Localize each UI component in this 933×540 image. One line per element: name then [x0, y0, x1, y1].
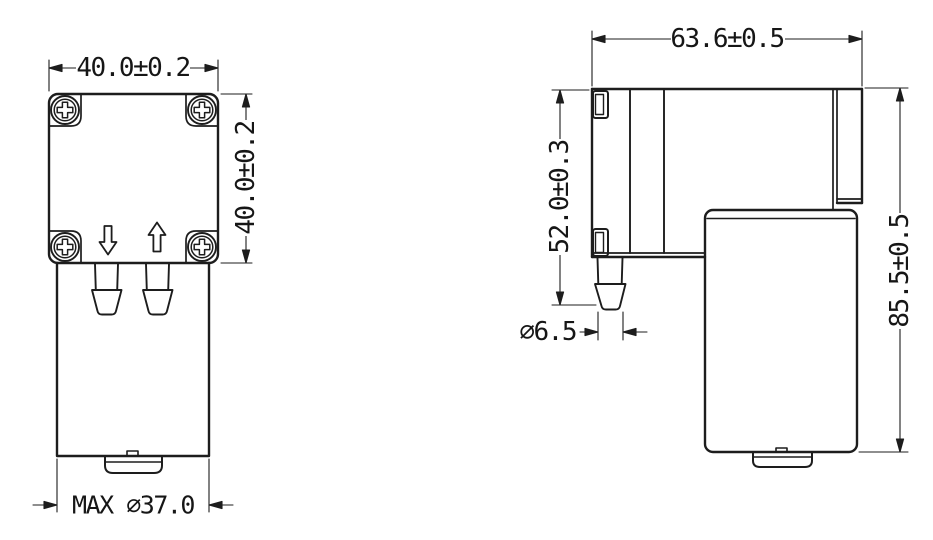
- dim-label-side-head-height: 52.0±0.3: [545, 140, 575, 253]
- arrowhead: [555, 291, 565, 306]
- clip-bottom: [592, 228, 609, 257]
- arrowhead: [848, 34, 863, 44]
- clip-top: [592, 90, 609, 119]
- dim-label-front-width: 40.0±0.2: [76, 53, 189, 83]
- dim-front-width: 40.0±0.2: [48, 53, 219, 92]
- up-arrow-icon: [147, 221, 167, 253]
- terminal-tab: [104, 455, 163, 474]
- dim-side-port-dia: ∅6.5: [519, 311, 648, 347]
- head-outline: [47, 92, 220, 265]
- front-view: 40.0±0.2 40.0±0.2 MAX ∅37.0: [32, 53, 261, 520]
- terminal-tab: [752, 451, 813, 468]
- dim-side-head-height: 52.0±0.3: [545, 89, 597, 306]
- side-motor-body: [703, 208, 859, 468]
- side-hose-barb: [594, 257, 627, 311]
- dim-front-base-dia: MAX ∅37.0: [32, 458, 234, 520]
- dim-label-front-height: 40.0±0.2: [231, 121, 261, 234]
- arrowhead: [555, 89, 565, 104]
- arrowhead: [584, 327, 599, 337]
- dim-front-height: 40.0±0.2: [220, 93, 261, 264]
- arrowhead: [622, 327, 637, 337]
- dim-side-width: 63.6±0.5: [591, 24, 863, 87]
- arrowhead: [43, 500, 58, 510]
- corner-screw-icon: [187, 232, 217, 262]
- corner-screw-icon: [50, 232, 80, 262]
- hose-barb: [142, 289, 174, 316]
- arrowhead: [241, 93, 251, 108]
- arrowhead: [241, 249, 251, 264]
- side-view: 63.6±0.5 52.0±0.3 85.5±0.5: [519, 24, 915, 468]
- corner-pad: [185, 94, 218, 127]
- corner-pad: [49, 230, 82, 263]
- hose-barb: [594, 283, 627, 311]
- arrowhead: [204, 63, 219, 73]
- tab-notch: [775, 447, 788, 453]
- dim-label-side-width: 63.6±0.5: [670, 24, 783, 54]
- front-pump-head: [47, 92, 220, 265]
- arrowhead: [48, 63, 63, 73]
- front-motor-body: [55, 261, 211, 474]
- arrowhead: [208, 500, 223, 510]
- tab-notch: [126, 450, 139, 457]
- arrowhead: [591, 34, 606, 44]
- corner-pad: [185, 230, 218, 263]
- motor-outline: [55, 261, 211, 458]
- motor-outline: [703, 208, 859, 454]
- dim-label-side-overall-height: 85.5±0.5: [885, 214, 915, 327]
- corner-pad: [49, 94, 82, 127]
- arrowhead: [895, 438, 905, 453]
- corner-screw-icon: [187, 95, 217, 125]
- arrowhead: [895, 87, 905, 102]
- front-hose-barbs: [91, 263, 174, 316]
- side-pump-head: [590, 87, 864, 259]
- dim-label-side-port-dia: ∅6.5: [519, 317, 576, 347]
- dim-side-overall-height: 85.5±0.5: [858, 87, 915, 453]
- hose-barb: [91, 289, 123, 316]
- dim-label-front-base-dia: MAX ∅37.0: [72, 491, 194, 520]
- corner-screw-icon: [50, 95, 80, 125]
- down-arrow-icon: [98, 225, 118, 256]
